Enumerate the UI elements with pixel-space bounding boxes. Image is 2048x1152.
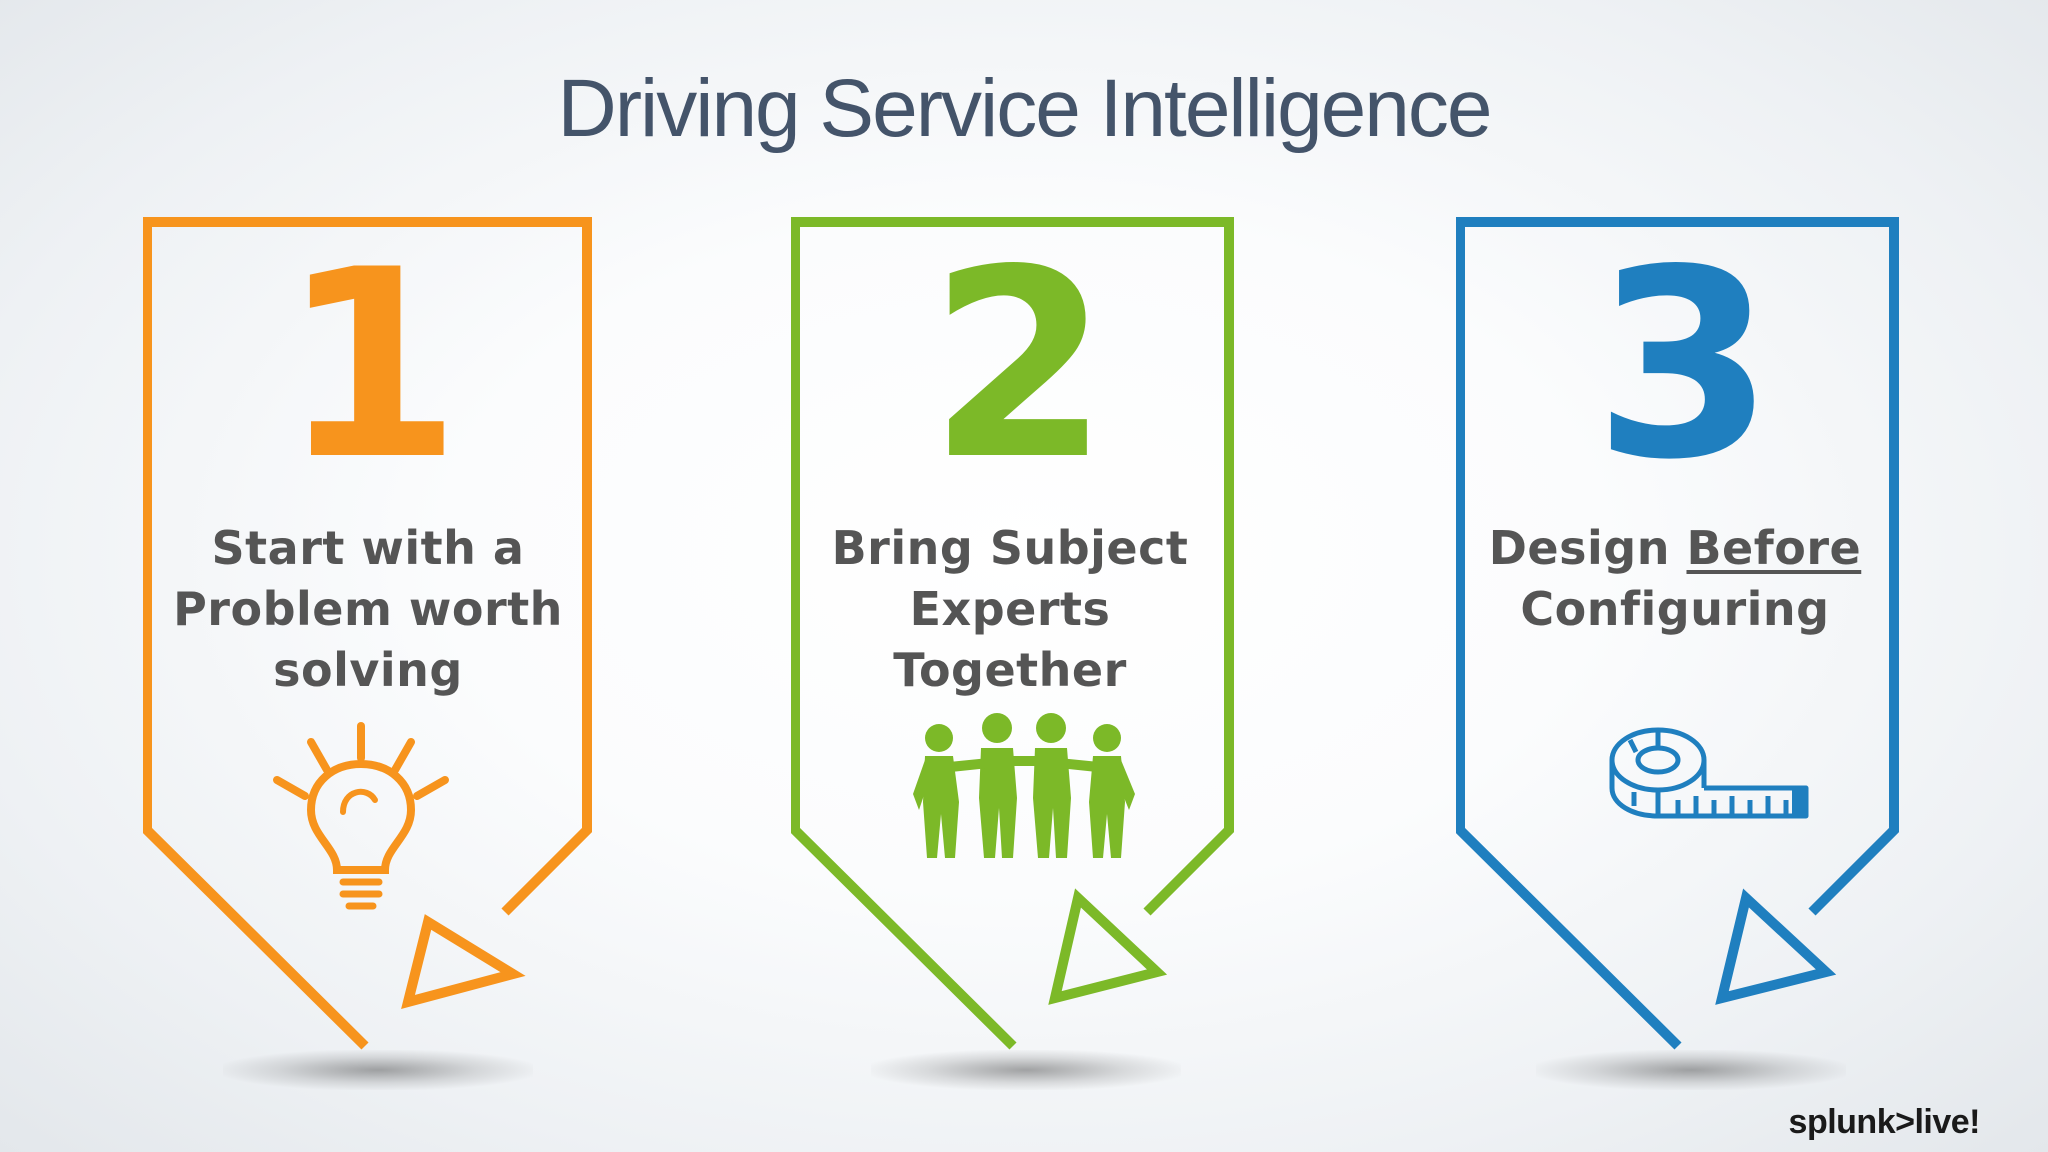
splunk-live-logo: splunk>live!: [1788, 1103, 1981, 1141]
step-3-line-1-underlined: Before: [1686, 521, 1862, 575]
step-text-2: Bring Subject Experts Together: [805, 518, 1215, 701]
slide-title: Driving Service Intelligence: [557, 63, 1492, 154]
step-1-line-3: solving: [273, 643, 463, 697]
step-3-line-2: Configuring: [1520, 582, 1830, 636]
step-1-line-2: Problem worth: [173, 582, 563, 636]
step-number-1: 1: [280, 215, 462, 517]
step-card-1: 1 Start with a Problem worth solving: [143, 212, 593, 1132]
step-text-3: Design Before Configuring: [1470, 518, 1880, 640]
team-icon: [913, 713, 1135, 858]
card-shadow-1: [223, 1050, 533, 1090]
lightbulb-icon: [273, 722, 449, 910]
step-number-2: 2: [928, 215, 1110, 517]
step-2-line-1: Bring Subject: [831, 521, 1189, 575]
card-frame-2: [791, 217, 1234, 1050]
card-shadow-3: [1536, 1050, 1846, 1090]
step-3-line-1: Design Before: [1470, 518, 1880, 579]
step-card-2: 2 Bring Subject Experts Together: [791, 212, 1241, 1132]
card-frame-1: [143, 217, 592, 1050]
step-number-3: 3: [1593, 215, 1775, 517]
step-2-line-2: Experts: [909, 582, 1111, 636]
measuring-tape-icon: [1609, 727, 1809, 819]
step-3-line-1-prefix: Design: [1488, 521, 1687, 575]
step-text-1: Start with a Problem worth solving: [163, 518, 573, 701]
card-frame-3: [1456, 217, 1899, 1050]
step-2-line-3: Together: [893, 643, 1127, 697]
card-shadow-2: [871, 1050, 1181, 1090]
step-card-3: 3 Design Before Configuring: [1456, 212, 1906, 1132]
step-1-line-1: Start with a: [211, 521, 525, 575]
